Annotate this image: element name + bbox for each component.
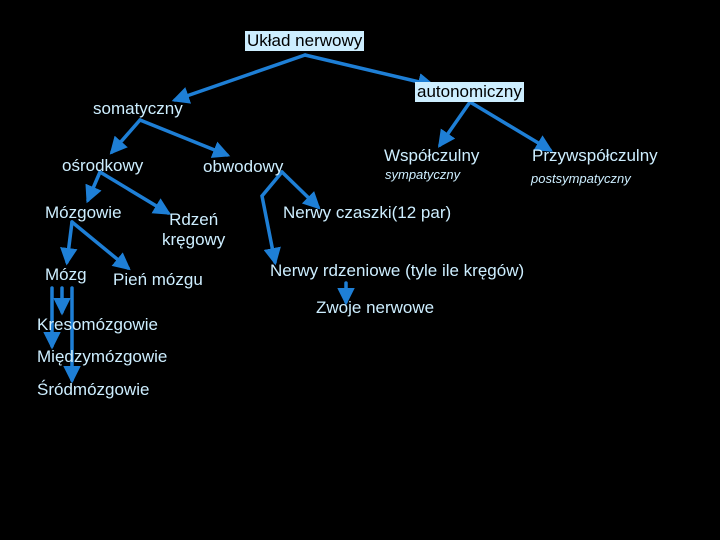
node-somatic: somatyczny xyxy=(93,99,183,118)
node-ganglia: Zwoje nerwowe xyxy=(316,298,435,317)
node-parasympathetic-sub: postsympatyczny xyxy=(531,171,631,186)
node-autonomic: autonomiczny xyxy=(415,82,524,102)
arrow-root-autonomic xyxy=(303,53,436,91)
node-parasympathetic: Przywspółczulny xyxy=(532,146,658,165)
arrow-autonomic-sympathetic xyxy=(437,100,472,148)
node-brainstem: Pień mózgu xyxy=(113,270,203,289)
arrow-somatic-central xyxy=(109,118,142,155)
arrow-somatic-peripheral xyxy=(138,118,231,158)
node-sympathetic: Współczulny xyxy=(384,146,480,165)
node-central: ośrodkowy xyxy=(62,156,144,175)
node-cranial-nerves: Nerwy czaszki(12 par) xyxy=(283,203,452,222)
node-spinal-cord: Rdzeń kręgowy xyxy=(162,210,225,250)
node-nervous-system: Układ nerwowy xyxy=(245,31,365,51)
node-peripheral: obwodowy xyxy=(203,157,284,176)
node-mesencephalon: Śródmózgowie xyxy=(37,380,150,399)
arrow-root-somatic xyxy=(171,53,307,104)
node-spinal-cord-line1: Rdzeń xyxy=(169,210,219,229)
node-brain: Mózg xyxy=(45,265,87,284)
arrow-peripheral-spinal xyxy=(260,170,284,266)
arrow-encephalon-brainstem xyxy=(70,220,131,271)
node-telencephalon: Kresomózgowie xyxy=(37,315,158,334)
arrow-central-spinalcord xyxy=(98,170,171,215)
node-encephalon: Mózgowie xyxy=(45,203,122,222)
node-spinal-cord-line2: kręgowy xyxy=(162,230,226,249)
arrow-encephalon-brain xyxy=(60,220,78,266)
node-diencephalon: Międzymózgowie xyxy=(37,347,168,366)
node-sympathetic-sub: sympatyczny xyxy=(385,167,461,182)
node-spinal-nerves: Nerwy rdzeniowe (tyle ile kręgów) xyxy=(270,261,525,280)
arrow-central-encephalon xyxy=(85,170,102,204)
arrow-peripheral-cranial xyxy=(280,170,321,210)
arrow-autonomic-parasympathetic xyxy=(468,100,554,152)
